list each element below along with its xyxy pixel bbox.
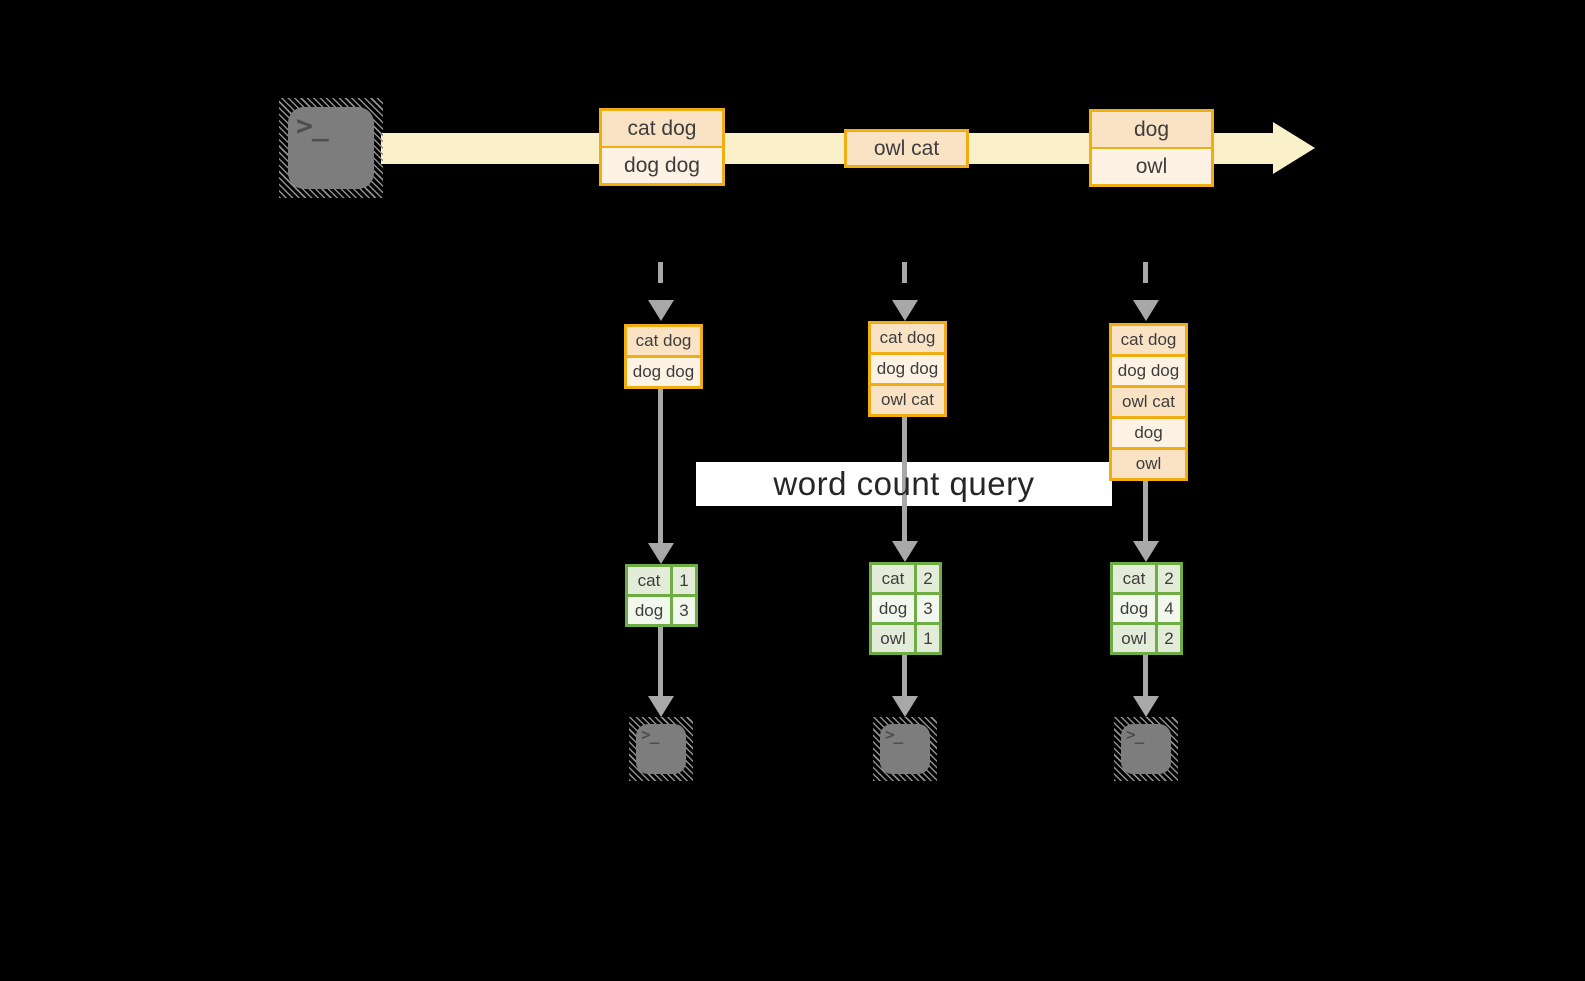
- stream-batch-1: cat dog dog dog: [599, 108, 725, 186]
- output-terminal-icon-3: >_: [1114, 717, 1178, 781]
- batch-cell: owl: [1092, 149, 1211, 184]
- batch-cell: owl cat: [847, 132, 966, 165]
- terminal-body: [1121, 724, 1171, 774]
- result-word-cell: dog: [872, 595, 914, 622]
- result-table-1: cat 1 dog 3: [625, 564, 698, 627]
- micro-batch-cell: dog dog: [1112, 357, 1185, 385]
- micro-batch-3: cat dog dog dog owl cat dog owl: [1109, 323, 1188, 481]
- batch-cell: dog dog: [602, 148, 722, 183]
- stream-arrow-head: [1273, 122, 1315, 174]
- result-count-cell: 2: [1158, 565, 1180, 592]
- result-word-cell: cat: [872, 565, 914, 592]
- batch-cell: cat dog: [602, 111, 722, 146]
- micro-batch-cell: cat dog: [1112, 326, 1185, 354]
- result-word-cell: cat: [1113, 565, 1155, 592]
- result-count-cell: 3: [673, 597, 695, 624]
- result-count-cell: 4: [1158, 595, 1180, 622]
- terminal-prompt-icon: >_: [296, 109, 329, 142]
- query-banner-label: word count query: [773, 465, 1035, 502]
- query-arrow-3: [1132, 481, 1159, 562]
- micro-batch-cell: cat dog: [871, 324, 944, 352]
- terminal-prompt-icon: >_: [1126, 725, 1144, 744]
- result-table-2: cat 2 dog 3 owl 1: [869, 562, 942, 655]
- stream-batch-3: dog owl: [1089, 109, 1214, 187]
- micro-batch-cell: dog: [1112, 419, 1185, 447]
- result-word-cell: owl: [1113, 625, 1155, 652]
- output-arrow-3: [1132, 655, 1159, 717]
- micro-batch-cell: cat dog: [627, 327, 700, 355]
- stream-batch-2: owl cat: [844, 129, 969, 168]
- micro-batch-cell: owl: [1112, 450, 1185, 478]
- trigger-arrow-2: [891, 262, 918, 321]
- query-arrow-1: [647, 389, 674, 564]
- input-terminal-icon: >_: [279, 98, 383, 198]
- terminal-body: [636, 724, 686, 774]
- output-arrow-1: [647, 627, 674, 717]
- trigger-arrow-1: [647, 262, 674, 321]
- micro-batch-1: cat dog dog dog: [624, 324, 703, 389]
- micro-batch-2: cat dog dog dog owl cat: [868, 321, 947, 417]
- result-count-cell: 1: [917, 625, 939, 652]
- micro-batch-cell: dog dog: [627, 358, 700, 386]
- terminal-body: [880, 724, 930, 774]
- result-word-cell: dog: [628, 597, 670, 624]
- terminal-prompt-icon: >_: [641, 725, 659, 744]
- trigger-arrow-3: [1132, 262, 1159, 321]
- result-word-cell: dog: [1113, 595, 1155, 622]
- terminal-prompt-icon: >_: [885, 725, 903, 744]
- result-word-cell: cat: [628, 567, 670, 594]
- result-word-cell: owl: [872, 625, 914, 652]
- terminal-body: [288, 107, 374, 189]
- micro-batch-cell: owl cat: [1112, 388, 1185, 416]
- output-terminal-icon-1: >_: [629, 717, 693, 781]
- batch-cell: dog: [1092, 112, 1211, 147]
- result-count-cell: 1: [673, 567, 695, 594]
- result-count-cell: 2: [1158, 625, 1180, 652]
- result-count-cell: 3: [917, 595, 939, 622]
- output-terminal-icon-2: >_: [873, 717, 937, 781]
- micro-batch-cell: dog dog: [871, 355, 944, 383]
- query-arrow-2: [891, 417, 918, 562]
- output-arrow-2: [891, 655, 918, 717]
- micro-batch-cell: owl cat: [871, 386, 944, 414]
- result-count-cell: 2: [917, 565, 939, 592]
- result-table-3: cat 2 dog 4 owl 2: [1110, 562, 1183, 655]
